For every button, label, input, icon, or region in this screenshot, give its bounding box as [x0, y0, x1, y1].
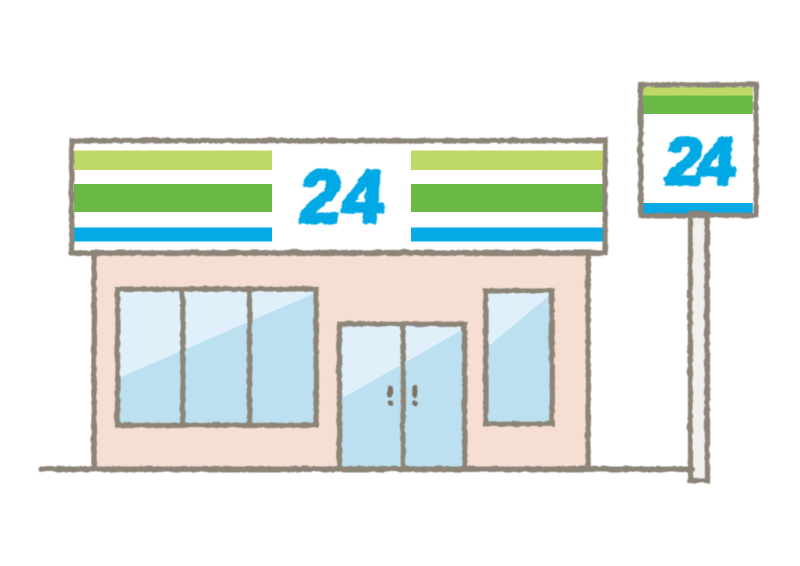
svg-text:24: 24	[296, 154, 388, 238]
svg-text:24: 24	[662, 124, 738, 199]
